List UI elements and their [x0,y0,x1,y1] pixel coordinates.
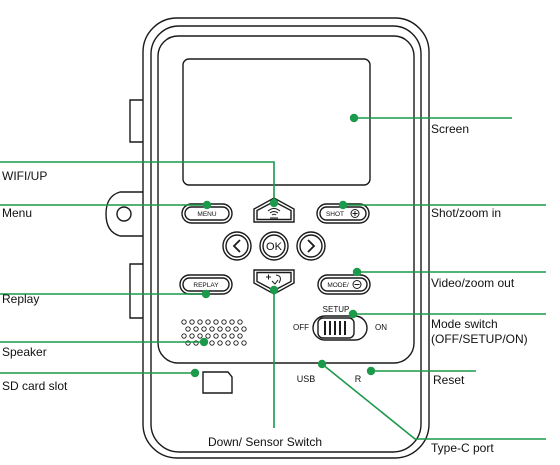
speaker-hole [209,326,215,332]
speaker-hole [213,319,219,325]
speaker-grille [181,319,247,346]
callout-type-c: Type-C port [431,441,494,455]
reset-mark-label: R [355,374,362,384]
mode-switch[interactable]: SETUP OFF ON [293,305,387,341]
speaker-hole [189,319,195,325]
right-arrow-icon [307,239,316,253]
speaker-hole [237,333,243,339]
speaker-hole [197,333,203,339]
callout-video-zoom-out: Video/zoom out [431,276,515,290]
zoom-out-icon [352,280,362,289]
switch-on-label: ON [375,323,387,332]
ok-button-label: OK [266,241,283,253]
zoom-in-icon [350,209,360,218]
speaker-hole [189,333,195,339]
wifi-up-icon [267,208,281,219]
speaker-hole [185,326,191,332]
callout-shot-zoom-in: Shot/zoom in [431,206,501,220]
speaker-hole [241,326,247,332]
speaker-hole [221,319,227,325]
left-button[interactable] [222,231,252,261]
switch-setup-label: SETUP [323,305,350,314]
speaker-hole [185,340,191,346]
down-sensor-icon [266,274,281,285]
speaker-hole [229,333,235,339]
speaker-hole [197,319,203,325]
callout-reset: Reset [433,373,465,387]
speaker-hole [181,333,187,339]
speaker-hole [205,319,211,325]
switch-off-label: OFF [293,323,309,332]
callout-menu: Menu [2,206,32,220]
right-button[interactable] [296,231,326,261]
speaker-hole [237,319,243,325]
menu-button-label: MENU [197,211,216,218]
sd-card-slot [202,371,233,394]
leader-type-c [321,363,546,440]
speaker-hole [213,333,219,339]
speaker-hole [229,319,235,325]
leader-sd-card-dot [190,368,200,378]
speaker-hole [241,340,247,346]
speaker-hole [181,319,187,325]
speaker-hole [193,340,199,346]
shot-button-label: SHOT [326,211,344,218]
leader-screen-dot [349,113,359,123]
leader-mode-switch-dot [348,309,358,319]
speaker-hole [225,340,231,346]
left-arrow-icon [232,239,241,253]
leader-video-zoom-dot [352,267,362,277]
speaker-hole [205,333,211,339]
ok-button[interactable]: OK [259,231,289,261]
callout-mode-switch: Mode switch [431,317,498,331]
leader-wifi-up [0,161,275,203]
speaker-hole [201,326,207,332]
leader-reset-dot [366,366,376,376]
leader-wifi-up-dot [269,198,279,208]
dpad: OK [222,197,326,295]
screen [182,58,371,186]
speaker-hole [209,340,215,346]
speaker-hole [233,340,239,346]
mode-zoom-out-button[interactable]: MODE/ [317,274,371,295]
speaker-hole [221,333,227,339]
callout-down-sensor: Down/ Sensor Switch [208,435,322,449]
callout-screen: Screen [431,122,469,136]
camera-body [105,17,430,459]
usb-port-label: USB [297,374,316,384]
leader-down-sensor-dot [269,285,279,295]
leader-shot-zoom-in-dot [338,200,348,210]
replay-button-label: REPLAY [193,282,219,289]
speaker-hole [217,326,223,332]
leader-menu-dot [202,200,212,210]
callout-sd-card-slot: SD card slot [2,379,68,393]
speaker-hole [225,326,231,332]
callout-mode-switch-options: (OFF/SETUP/ON) [431,332,528,346]
leader-lines [0,113,546,440]
down-sensor-button[interactable] [253,269,295,295]
callout-replay: Replay [2,292,39,306]
leader-type-c-dot [317,359,327,369]
callout-speaker: Speaker [2,345,47,359]
callout-wifi-up: WIFI/UP [2,169,47,183]
speaker-hole [233,326,239,332]
leader-speaker-dot [199,337,209,347]
speaker-hole [193,326,199,332]
leader-replay-dot [201,289,211,299]
mode-button-label: MODE/ [327,282,349,289]
speaker-hole [217,340,223,346]
